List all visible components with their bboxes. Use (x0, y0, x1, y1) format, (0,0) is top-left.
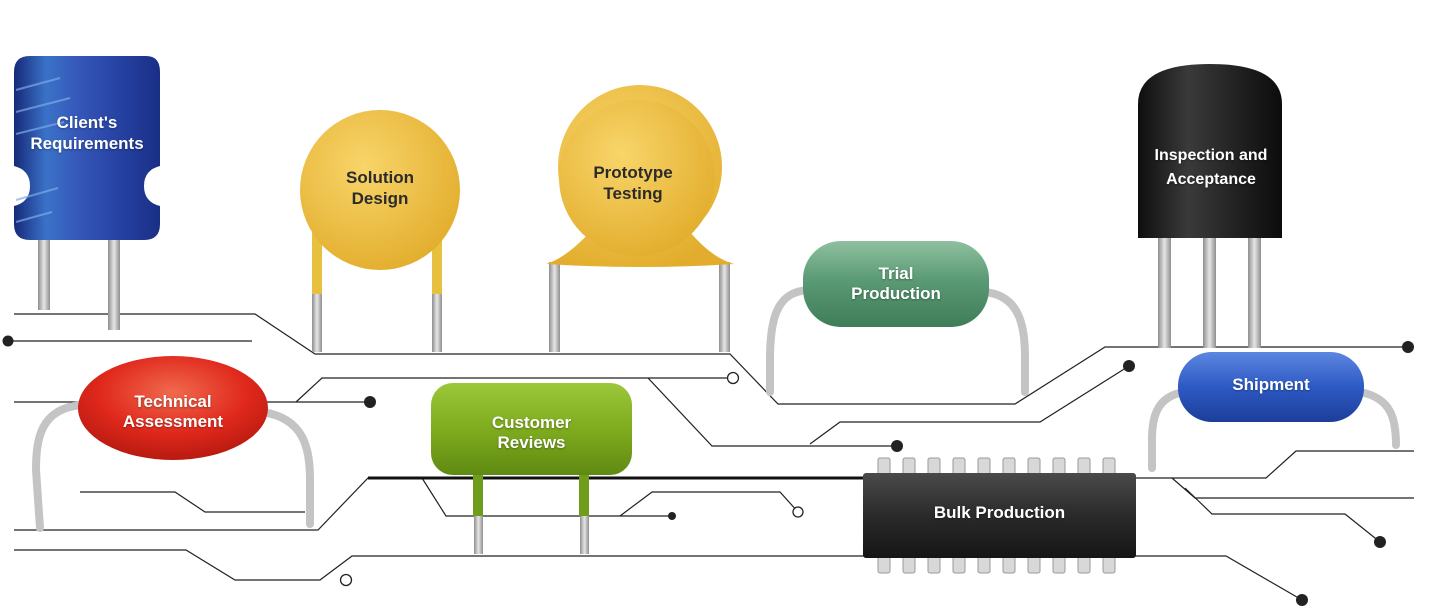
lead (1203, 236, 1216, 348)
terminal-ring (726, 371, 740, 385)
lead (312, 294, 322, 352)
lead (38, 236, 50, 310)
terminal-dot (1374, 536, 1386, 548)
transistor-body (1138, 64, 1282, 238)
trace (1171, 477, 1414, 499)
lead (1148, 388, 1189, 472)
ic-chip-body (863, 473, 1136, 558)
trace (14, 313, 1408, 405)
bent-leads (31, 286, 1400, 532)
trial-production-component (803, 241, 989, 327)
terminal-dot (1296, 594, 1308, 606)
lead (432, 230, 442, 294)
trace (14, 549, 864, 581)
lead (549, 262, 560, 352)
terminal-dot (364, 396, 376, 408)
lead (981, 288, 1029, 396)
terminal-dot (668, 512, 676, 520)
trace (619, 491, 799, 517)
lead (1248, 236, 1261, 348)
lead (719, 262, 730, 352)
lead (766, 286, 812, 396)
lead (31, 401, 86, 532)
terminal-dot (891, 440, 903, 452)
terminal-dot (2, 335, 14, 347)
trace (421, 477, 672, 517)
trace (80, 491, 305, 513)
lead (108, 236, 120, 330)
lead (474, 516, 483, 554)
assessment-body (78, 356, 268, 460)
lead (1356, 388, 1400, 449)
lead (579, 466, 589, 516)
lead (1158, 236, 1171, 348)
customer-reviews-component (431, 383, 632, 475)
inductor-body (14, 56, 160, 240)
lead (258, 408, 314, 528)
trace (647, 377, 897, 447)
lead (312, 228, 322, 294)
lead (580, 516, 589, 554)
inspection-acceptance-component (1138, 64, 1282, 238)
bulk-production-component (863, 457, 1136, 574)
solution-design-component (300, 110, 460, 270)
lead (432, 294, 442, 352)
shipment-body (1178, 352, 1364, 422)
trace (1184, 487, 1381, 543)
circuit-traces (8, 313, 1414, 601)
client-requirements-component (14, 56, 160, 240)
lead (473, 466, 483, 516)
trace (14, 477, 432, 531)
technical-assessment-component (78, 356, 268, 460)
prototype-testing-component (546, 85, 734, 267)
shipment-component (1178, 352, 1364, 422)
trace-terminals (2, 335, 1414, 606)
terminal-ring (339, 573, 353, 587)
resistor-body (803, 241, 989, 327)
trace (1135, 450, 1414, 479)
capacitor-body (300, 110, 460, 270)
terminal-dot (1123, 360, 1135, 372)
trace (809, 365, 1130, 445)
component-leads (38, 228, 1261, 554)
terminal-ring (792, 506, 804, 518)
reviews-body (431, 383, 632, 475)
trace (1135, 555, 1303, 601)
trace (295, 377, 733, 403)
terminal-dot (1402, 341, 1414, 353)
